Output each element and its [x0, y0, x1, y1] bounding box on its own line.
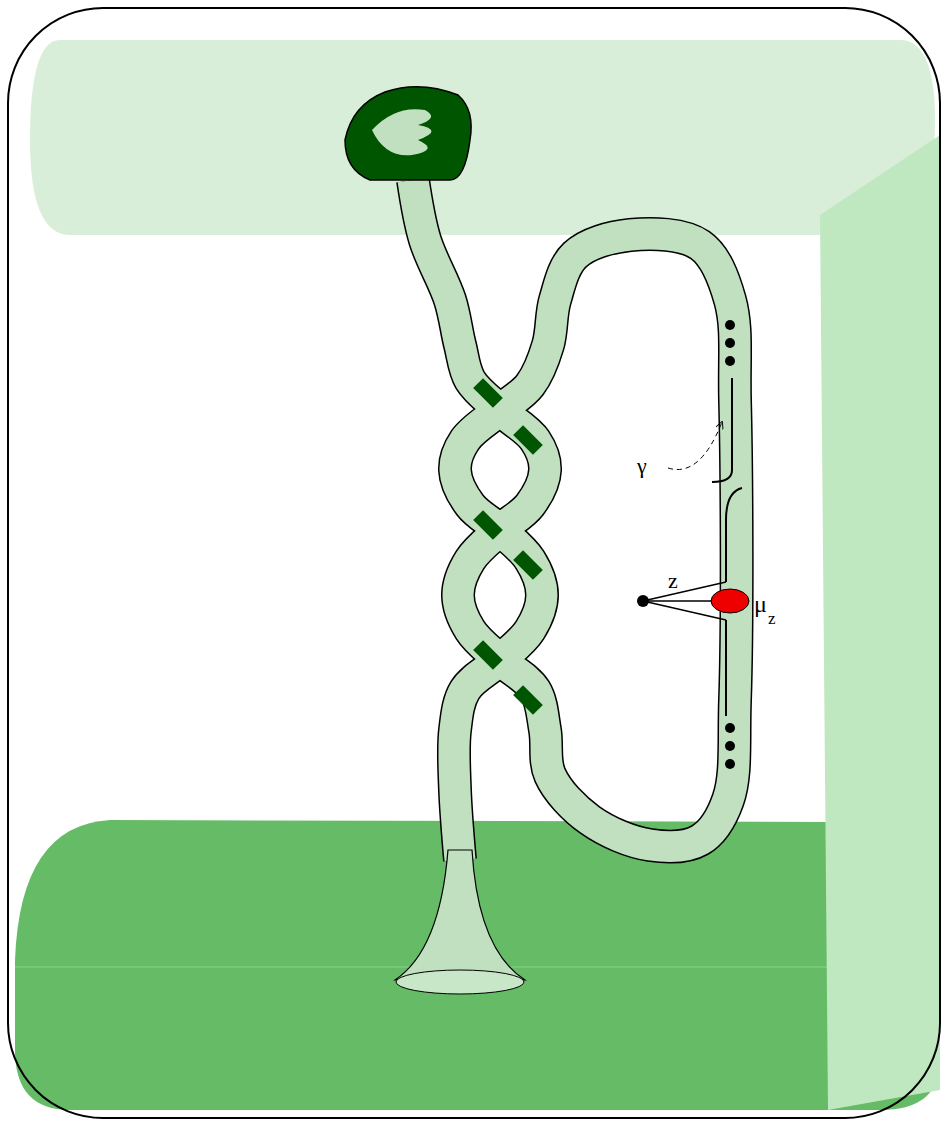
- path-gamma: [712, 378, 742, 716]
- top-region: [30, 40, 935, 235]
- outer-boundary: [8, 8, 940, 1118]
- trumpet-mouth: [396, 970, 524, 994]
- right-region: [820, 135, 940, 1110]
- bottom-trumpet: [395, 850, 525, 980]
- bottom-region: [15, 820, 940, 1110]
- crossing-band: [473, 378, 503, 408]
- subscript-label: z: [768, 610, 776, 627]
- crossing-band: [513, 425, 543, 455]
- crossing-band: [513, 685, 543, 715]
- tube-outline: [413, 180, 737, 860]
- gamma-pointer: [668, 422, 722, 470]
- braided-tube: [413, 180, 737, 860]
- point-label: z: [668, 570, 678, 592]
- tube-body: [413, 180, 737, 860]
- crossing-band: [473, 510, 503, 540]
- cap-opening: [372, 109, 432, 155]
- base-point: [637, 595, 649, 607]
- top-cap: [345, 87, 471, 180]
- crossing-band: [513, 550, 543, 580]
- crossing-band: [473, 640, 503, 670]
- meridian-label: μ: [754, 592, 767, 616]
- meridian-disk: [711, 589, 749, 613]
- gamma-label: γ: [637, 455, 647, 477]
